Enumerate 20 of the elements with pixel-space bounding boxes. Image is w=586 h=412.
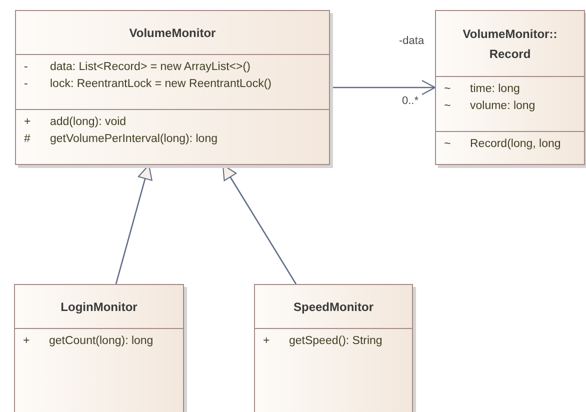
class-name: VolumeMonitor xyxy=(129,25,216,42)
operation-text: + add(long): void xyxy=(23,115,128,130)
association-arrow xyxy=(330,80,436,96)
class-name: VolumeMonitor:: Record xyxy=(462,26,558,63)
operation-text: ~ Record(long, long xyxy=(443,137,562,152)
class-name: SpeedMonitor xyxy=(294,299,374,316)
operation-text: + getCount(long): long xyxy=(22,334,154,349)
class-name: LoginMonitor xyxy=(60,299,138,316)
multiplicity-label: 0..* xyxy=(402,95,419,107)
attribute-text: - data: List<Record> = new ArrayList<>() xyxy=(23,60,252,75)
class-box xyxy=(15,10,330,165)
class-box xyxy=(14,284,184,412)
operation-text: + getSpeed(): String xyxy=(262,334,384,349)
class-box xyxy=(254,284,413,412)
attribute-text: ~ volume: long xyxy=(443,99,536,114)
attribute-text: - lock: ReentrantLock = new ReentrantLock() xyxy=(23,77,272,92)
role-label: -data xyxy=(399,35,424,47)
class-box xyxy=(435,10,585,165)
attribute-text: ~ time: long xyxy=(443,82,521,97)
operation-text: # getVolumePerInterval(long): long xyxy=(23,132,218,147)
